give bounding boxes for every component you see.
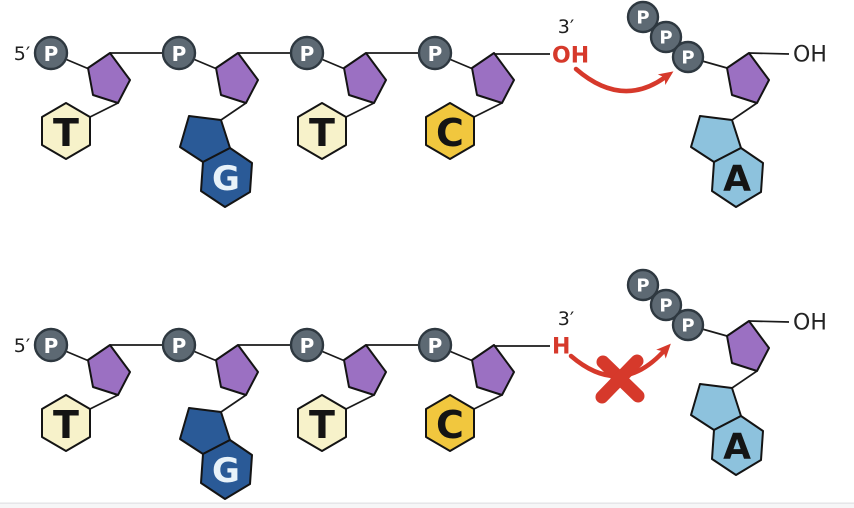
phosphate-circle: [161, 327, 197, 363]
label-3-prime: 3′: [558, 308, 574, 330]
sugar-pentagon: [726, 320, 770, 372]
phosphate-label: P: [636, 8, 649, 29]
base-letter: G: [212, 451, 240, 491]
base-thymine: [41, 102, 91, 160]
x-stroke: [595, 354, 644, 404]
phosphate-label: P: [428, 42, 443, 66]
sugar-pentagon: [343, 52, 387, 104]
base-bond-line: [345, 394, 375, 410]
phosphate-label: P: [681, 48, 694, 69]
sugar-pentagon: [471, 52, 515, 104]
base-bond-line: [473, 102, 503, 118]
phosphate-circle: [289, 327, 325, 363]
phosphate-label: P: [172, 334, 187, 358]
base-letter: C: [436, 111, 464, 155]
phosphate-circle: [626, 268, 660, 302]
sugar-pentagon: [215, 344, 259, 396]
bottom-row: P P P P T G T C 5′ 3′ H P P: [14, 268, 827, 500]
phosphate-circle: [417, 327, 453, 363]
base-thymine: [297, 102, 347, 160]
phosphate-circle: [649, 20, 683, 54]
phosphate-label: P: [44, 42, 59, 66]
base-bond-line: [220, 102, 247, 121]
base-thymine: [297, 394, 347, 452]
base-bond-line: [345, 102, 375, 118]
base-thymine: [41, 394, 91, 452]
base-adenine-hexagon: [711, 415, 764, 476]
phosphate-circle: [33, 35, 69, 71]
phosphate-circle: [33, 327, 69, 363]
phosphate-label: P: [44, 334, 59, 358]
phosphate-label: P: [300, 42, 315, 66]
base-cytosine: [425, 102, 475, 160]
phosphate-label: P: [659, 28, 672, 49]
base-letter: T: [309, 403, 335, 447]
base-letter: A: [723, 427, 751, 468]
base-letter: A: [723, 159, 751, 200]
label-5-prime: 5′: [14, 43, 30, 65]
bottom-divider: [0, 502, 854, 504]
phosphate-label: P: [681, 316, 694, 337]
blocked-x-icon: [595, 354, 645, 404]
base-letter: T: [53, 403, 79, 447]
label-5-prime: 5′: [14, 335, 30, 357]
phosphate-label: P: [659, 296, 672, 317]
base-letter: G: [212, 159, 240, 199]
base-letter: T: [309, 111, 335, 155]
sugar-pentagon: [343, 344, 387, 396]
phosphate-label: P: [636, 276, 649, 297]
bottom-strand: P P P P T G T C 5′ 3′ H: [14, 308, 574, 500]
phosphate-circle: [417, 35, 453, 71]
attack-arrow: [573, 66, 674, 94]
sugar-pentagon: [87, 52, 131, 104]
phosphate-circle: [649, 288, 683, 322]
base-bond-line: [731, 102, 758, 121]
phosphate-label: P: [172, 42, 187, 66]
base-bond-line: [89, 102, 119, 118]
sugar-pentagon: [471, 344, 515, 396]
base-letter: C: [436, 403, 464, 447]
phosphate-label: P: [300, 334, 315, 358]
base-bond-line: [473, 394, 503, 410]
label-3-prime-oh: OH: [552, 44, 589, 69]
label-oh: OH: [793, 43, 827, 68]
label-3-prime-h: H: [552, 335, 570, 360]
base-adenine-hexagon: [711, 147, 764, 208]
base-guanine-hexagon: [200, 439, 253, 500]
phosphate-circle: [626, 0, 660, 34]
sugar-pentagon: [726, 52, 770, 104]
bottom-margin: [0, 503, 854, 508]
base-bond-line: [731, 370, 758, 389]
phosphate-circle: [671, 308, 705, 342]
sugar-pentagon: [215, 52, 259, 104]
phosphate-circle: [671, 40, 705, 74]
hydroxyl-bond-line: [748, 52, 790, 55]
top-row: P P P P T G T C 5′ 3′ OH P P P OH: [14, 0, 827, 208]
base-letter: T: [53, 111, 79, 155]
base-bond-line: [89, 394, 119, 410]
incoming-nucleotide-bottom: P P P OH A: [626, 268, 827, 476]
phosphate-circle: [161, 35, 197, 71]
hydroxyl-bond-line: [748, 320, 790, 323]
base-guanine-hexagon: [200, 147, 253, 208]
phosphate-label: P: [428, 334, 443, 358]
label-oh: OH: [793, 311, 827, 336]
label-3-prime: 3′: [558, 16, 574, 38]
base-cytosine: [425, 394, 475, 452]
base-bond-line: [220, 394, 247, 413]
incoming-nucleotide-top: P P P OH A: [626, 0, 827, 208]
sugar-pentagon: [87, 344, 131, 396]
phosphate-circle: [289, 35, 325, 71]
